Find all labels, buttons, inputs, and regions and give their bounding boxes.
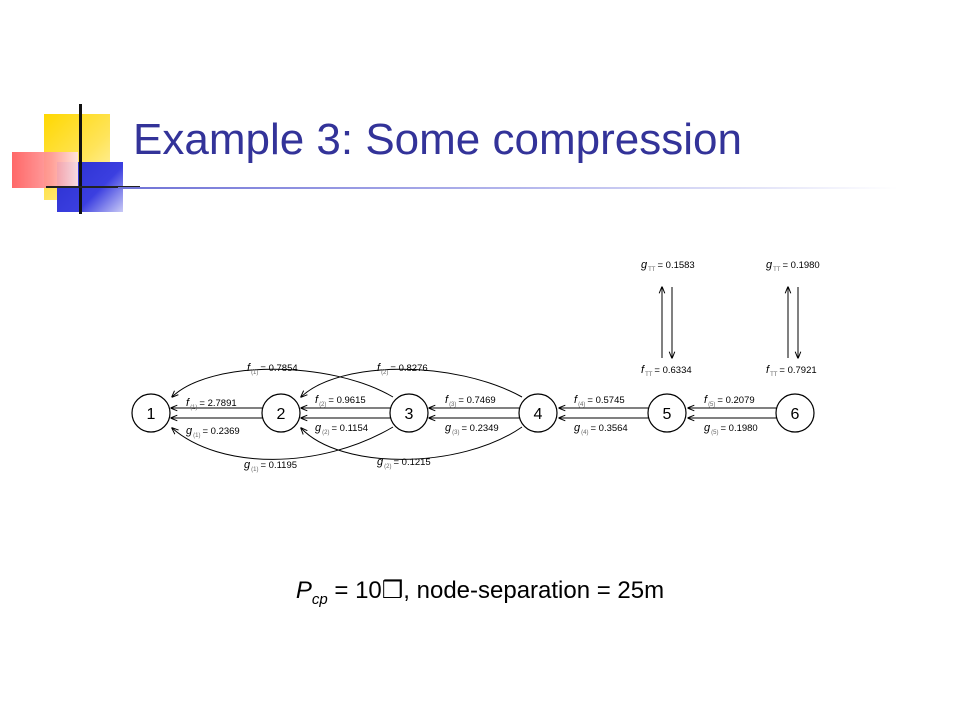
edge-symbol: g [641, 259, 648, 271]
edge-label-g-5-4: g(4)= 0.3564 [574, 422, 628, 436]
edge-value: = 0.1980 [720, 423, 757, 434]
edge-symbol: f [574, 394, 578, 406]
node-3: 3 [389, 393, 429, 433]
edge-label-f-4-2: f(2)= 0.8276 [377, 362, 428, 376]
node-5: 5 [647, 393, 687, 433]
edge-value: = 0.7921 [779, 365, 816, 376]
edge-label-f-3-2: f(2)= 0.9615 [315, 394, 366, 408]
node-6: 6 [775, 393, 815, 433]
edge-symbol: g [766, 259, 773, 271]
edge-label-f-4-3: f(3)= 0.7469 [445, 394, 496, 408]
edge-value: = 0.2079 [717, 395, 754, 406]
edge-symbol: f [315, 394, 319, 406]
edge-value: = 0.7854 [260, 363, 297, 374]
edge-symbol: g [244, 459, 251, 471]
edge-label-g-6-5: g(5)= 0.1980 [704, 422, 758, 436]
edge-label-g-4-2: g(2)= 0.1215 [377, 456, 431, 470]
edge-label-f-6-5: f(5)= 0.2079 [704, 394, 755, 408]
node-label: 5 [663, 406, 672, 423]
edge-value: = 0.7469 [458, 395, 495, 406]
edge-symbol: g [704, 422, 711, 434]
edge-label-g-4-3: g(3)= 0.2349 [445, 422, 499, 436]
edge-symbol: g [445, 422, 452, 434]
edge-g-3-1 [172, 426, 394, 460]
edge-symbol: f [445, 394, 449, 406]
edge-symbol: f [641, 364, 645, 376]
edge-value: = 0.9615 [328, 395, 365, 406]
vertical-label-f-5: fTT= 0.6334 [641, 364, 692, 378]
caption: Pcp = 10❒, node-separation = 25m [0, 576, 960, 608]
edge-label-g-2-1: g(1)= 0.2369 [186, 425, 240, 439]
caption-text: = 10❒, node-separation = 25m [327, 577, 665, 604]
edge-value: = 0.1980 [782, 260, 819, 271]
edge-symbol: f [186, 397, 190, 409]
vertical-label-g-6: gTT= 0.1980 [766, 259, 820, 273]
edge-value: = 0.1195 [260, 460, 297, 471]
decor-horizontal-line [46, 186, 140, 188]
node-label: 6 [791, 406, 800, 423]
edge-symbol: g [377, 456, 384, 468]
edge-value: = 0.8276 [390, 363, 427, 374]
edge-value: = 0.5745 [587, 395, 624, 406]
decor-vertical-line [79, 104, 82, 214]
edge-label-f-2-1: f(1)= 2.7891 [186, 397, 237, 411]
edge-value: = 0.2369 [202, 426, 239, 437]
decor-red-square [12, 152, 78, 188]
edge-symbol: g [315, 422, 322, 434]
vertical-label-g-5: gTT= 0.1583 [641, 259, 695, 273]
edge-symbol: f [377, 362, 381, 374]
edge-f-4-2 [301, 368, 523, 397]
edge-symbol: g [574, 422, 581, 434]
edge-value: = 0.1215 [393, 457, 430, 468]
edge-f-3-1 [172, 368, 394, 397]
node-1: 1 [131, 393, 171, 433]
edge-symbol: f [247, 362, 251, 374]
edge-value: = 0.6334 [654, 365, 691, 376]
edge-g-4-2 [301, 427, 523, 460]
edge-value: = 0.1583 [657, 260, 694, 271]
vertical-label-f-6: fTT= 0.7921 [766, 364, 817, 378]
slide-title: Example 3: Some compression [133, 115, 742, 164]
edge-symbol: f [766, 364, 770, 376]
edge-symbol: g [186, 425, 193, 437]
edge-label-g-3-1: g(1)= 0.1195 [244, 459, 297, 473]
node-2: 2 [261, 393, 301, 433]
title-underline [118, 187, 898, 189]
node-label: 1 [147, 406, 156, 423]
edge-label-g-3-2: g(2)= 0.1154 [315, 422, 368, 436]
edge-label-f-3-1: f(1)= 0.7854 [247, 362, 298, 376]
node-4: 4 [518, 393, 558, 433]
caption-p-symbol: P [295, 577, 312, 604]
edge-value: = 0.3564 [590, 423, 627, 434]
edge-value: = 2.7891 [199, 398, 236, 409]
node-label: 2 [277, 406, 286, 423]
edge-value: = 0.1154 [331, 423, 368, 434]
edge-value: = 0.2349 [461, 423, 498, 434]
edge-label-f-5-4: f(4)= 0.5745 [574, 394, 625, 408]
edge-symbol: f [704, 394, 708, 406]
caption-p-subscript: cp [311, 590, 328, 608]
node-label: 3 [405, 406, 414, 423]
node-label: 4 [534, 406, 543, 423]
